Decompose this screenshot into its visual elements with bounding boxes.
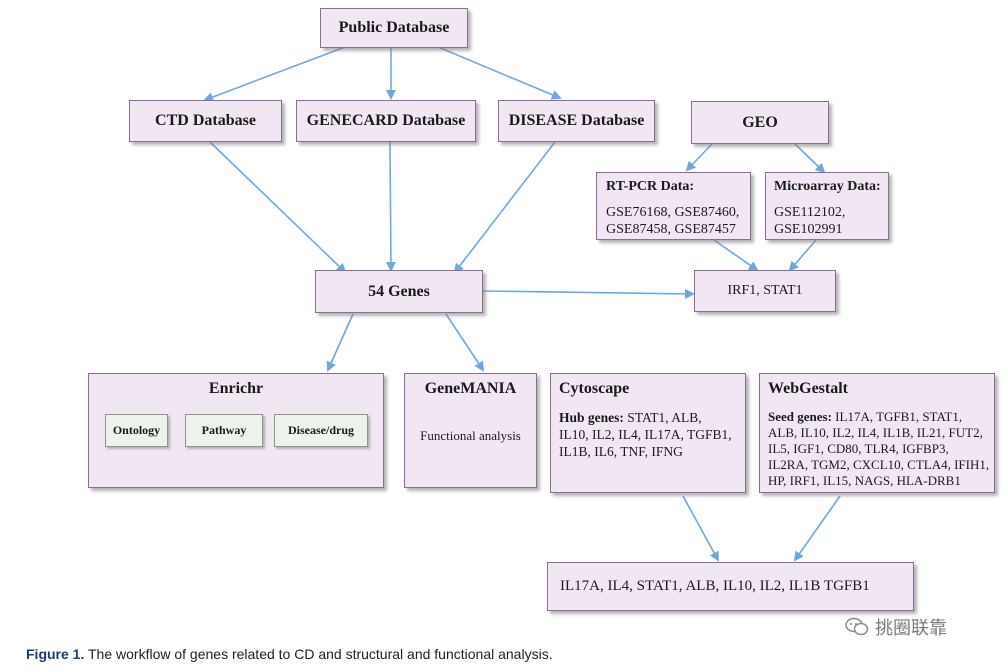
webgestalt-line-4: IL2RA, TGM2, CXCL10, CTLA4, IFIH1, — [768, 457, 990, 472]
rtpcr-datasets: GSE76168, GSE87460, GSE87458, GSE87457 — [606, 204, 739, 238]
cytoscape-hub-genes: Hub genes: STAT1, ALB, IL10, IL2, IL4, I… — [559, 409, 732, 460]
genemania-subtitle: Functional analysis — [420, 428, 521, 443]
irf1-stat1-node: IRF1, STAT1 — [694, 270, 836, 312]
genes-54-label: 54 Genes — [368, 282, 430, 300]
ctd-database-node: CTD Database — [129, 100, 282, 142]
disease-database-label: DISEASE Database — [508, 112, 645, 129]
genecard-database-label: GENECARD Database — [306, 112, 466, 129]
microarray-line-1: GSE112102, — [774, 205, 846, 220]
irf1-stat1-label: IRF1, STAT1 — [727, 283, 803, 298]
public-database-node: Public Database — [320, 8, 468, 48]
ctd-database-label: CTD Database — [155, 112, 256, 129]
webgestalt-line-3: IL5, IGF1, CD80, TLR4, IGFBP3, — [768, 441, 949, 456]
arrow-microarray-to-irf1 — [788, 239, 817, 272]
rtpcr-data-node: RT-PCR Data: GSE76168, GSE87460, GSE8745… — [596, 172, 751, 240]
genemania-node: GeneMANIA Functional analysis — [404, 373, 537, 488]
cytoscape-line-1: STAT1, ALB, — [627, 410, 702, 425]
microarray-datasets: GSE112102, GSE102991 — [774, 204, 845, 238]
enrichr-item-disease-drug: Disease/drug — [274, 414, 368, 447]
arrow-webgestalt-to-final — [793, 495, 841, 562]
arrow-disease-to-54genes — [453, 141, 556, 274]
arrow-public-to-ctd — [203, 46, 346, 102]
enrichr-node: Enrichr Ontology Pathway Disease/drug — [88, 373, 384, 488]
genecard-database-node: GENECARD Database — [296, 100, 476, 142]
rtpcr-line-1: GSE76168, GSE87460, — [606, 205, 740, 220]
genes-54-node: 54 Genes — [315, 270, 483, 313]
watermark-text: 挑圈联靠 — [875, 618, 947, 639]
cytoscape-title: Cytoscape — [559, 380, 630, 397]
webgestalt-seed-genes: Seed genes: IL17A, TGFB1, STAT1, ALB, IL… — [768, 409, 989, 489]
enrichr-item-pathway: Pathway — [185, 414, 263, 447]
enrichr-item-ontology: Ontology — [105, 414, 168, 447]
rtpcr-title: RT-PCR Data: — [606, 179, 695, 194]
genemania-title: GeneMANIA — [424, 380, 517, 397]
enrichr-title: Enrichr — [208, 380, 264, 397]
figure-caption: Figure 1. The workflow of genes related … — [26, 646, 553, 662]
cytoscape-node: Cytoscape Hub genes: STAT1, ALB, IL10, I… — [550, 373, 746, 493]
arrow-54genes-to-enrichr — [326, 313, 354, 372]
arrow-geo-to-rtpcr — [685, 143, 713, 172]
geo-node: GEO — [691, 101, 829, 144]
arrow-rtpcr-to-irf1 — [713, 239, 759, 272]
microarray-title: Microarray Data: — [774, 179, 881, 194]
arrow-cytoscape-to-final — [682, 495, 719, 562]
arrow-ctd-to-54genes — [209, 141, 347, 274]
cytoscape-line-2: IL10, IL2, IL4, IL17A, TGFB1, — [559, 427, 732, 442]
cytoscape-hub-label: Hub genes: — [559, 410, 624, 425]
arrow-geo-to-microarray — [794, 143, 826, 174]
webgestalt-line-5: HP, IRF1, IL15, NAGS, HLA-DRB1 — [768, 473, 961, 488]
caption-text: The workflow of genes related to CD and … — [88, 646, 553, 662]
webgestalt-node: WebGestalt Seed genes: IL17A, TGFB1, STA… — [759, 373, 995, 493]
arrow-public-to-disease — [437, 46, 562, 100]
watermark: 挑圈联靠 — [845, 614, 947, 640]
caption-label: Figure 1. — [26, 646, 85, 662]
rtpcr-line-2: GSE87458, GSE87457 — [606, 222, 736, 237]
disease-database-node: DISEASE Database — [498, 100, 655, 142]
webgestalt-seed-label: Seed genes: — [768, 409, 832, 424]
public-database-label: Public Database — [338, 19, 450, 36]
microarray-data-node: Microarray Data: GSE112102, GSE102991 — [765, 172, 889, 240]
final-genes-label: IL17A, IL4, STAT1, ALB, IL10, IL2, IL1B … — [560, 578, 870, 594]
arrow-54genes-to-irf1 — [482, 288, 695, 299]
webgestalt-line-1: IL17A, TGFB1, STAT1, — [835, 409, 963, 424]
wechat-icon — [845, 617, 869, 636]
arrow-54genes-to-genemania — [445, 313, 485, 372]
geo-label: GEO — [742, 113, 778, 131]
arrow-genecard-to-54genes — [385, 141, 396, 272]
webgestalt-title: WebGestalt — [768, 380, 848, 397]
webgestalt-line-2: ALB, IL10, IL2, IL4, IL1B, IL21, FUT2, — [768, 425, 983, 440]
cytoscape-line-3: IL1B, IL6, TNF, IFNG — [559, 444, 683, 459]
microarray-line-2: GSE102991 — [774, 222, 843, 237]
final-genes-node: IL17A, IL4, STAT1, ALB, IL10, IL2, IL1B … — [547, 562, 914, 611]
